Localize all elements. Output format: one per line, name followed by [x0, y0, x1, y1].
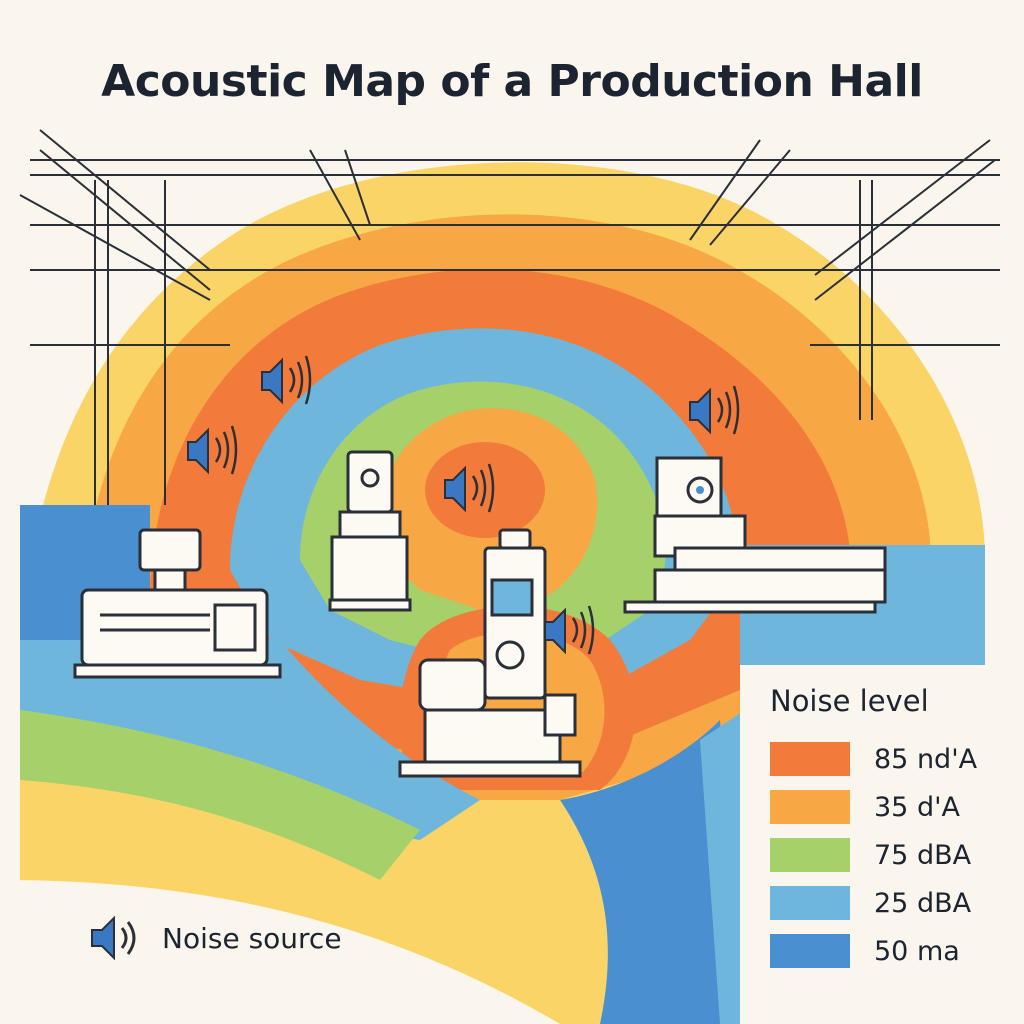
noise-legend: Noise level 85 nd'A 35 d'A 75 dBA 25 dBA… [770, 684, 1010, 976]
legend-label: 50 ma [874, 935, 960, 967]
legend-item: 85 nd'A [770, 736, 1010, 782]
noise-field [20, 162, 985, 1024]
floor-blue-bottom [560, 720, 740, 1024]
legend-item: 35 d'A [770, 784, 1010, 830]
machine-center-left [328, 450, 412, 612]
legend-label: 35 d'A [874, 791, 960, 823]
legend-item: 25 dBA [770, 880, 1010, 926]
legend-swatch [770, 742, 850, 776]
map-title: Acoustic Map of a Production Hall [101, 56, 923, 107]
machine-right [623, 456, 887, 614]
legend-label: 25 dBA [874, 887, 972, 919]
machine-left [73, 528, 282, 679]
legend-label: 75 dBA [874, 839, 972, 871]
legend-swatch [770, 886, 850, 920]
legend-swatch [770, 934, 850, 968]
floor-green [20, 710, 420, 880]
legend-swatch [770, 790, 850, 824]
noise-source-speaker-icon [689, 385, 740, 435]
legend-label: 85 nd'A [874, 743, 978, 775]
legend-swatch [770, 838, 850, 872]
speaker-icon [91, 915, 136, 961]
noise-source-speaker-icon [261, 355, 312, 405]
bottom-left-backdrop [0, 880, 560, 1024]
legend-item: 50 ma [770, 928, 1010, 974]
machine-center [398, 528, 582, 778]
source-key-label: Noise source [162, 921, 342, 955]
noise-source-speaker-icon [544, 605, 595, 655]
floor-light-blue [20, 640, 480, 840]
noise-source-speaker-icon [444, 463, 495, 513]
noise-source-key: Noise source [86, 910, 342, 966]
legend-title: Noise level [770, 684, 929, 718]
legend-item: 75 dBA [770, 832, 1010, 878]
roof-truss [19, 129, 1000, 505]
noise-source-speaker-icon [187, 425, 238, 475]
